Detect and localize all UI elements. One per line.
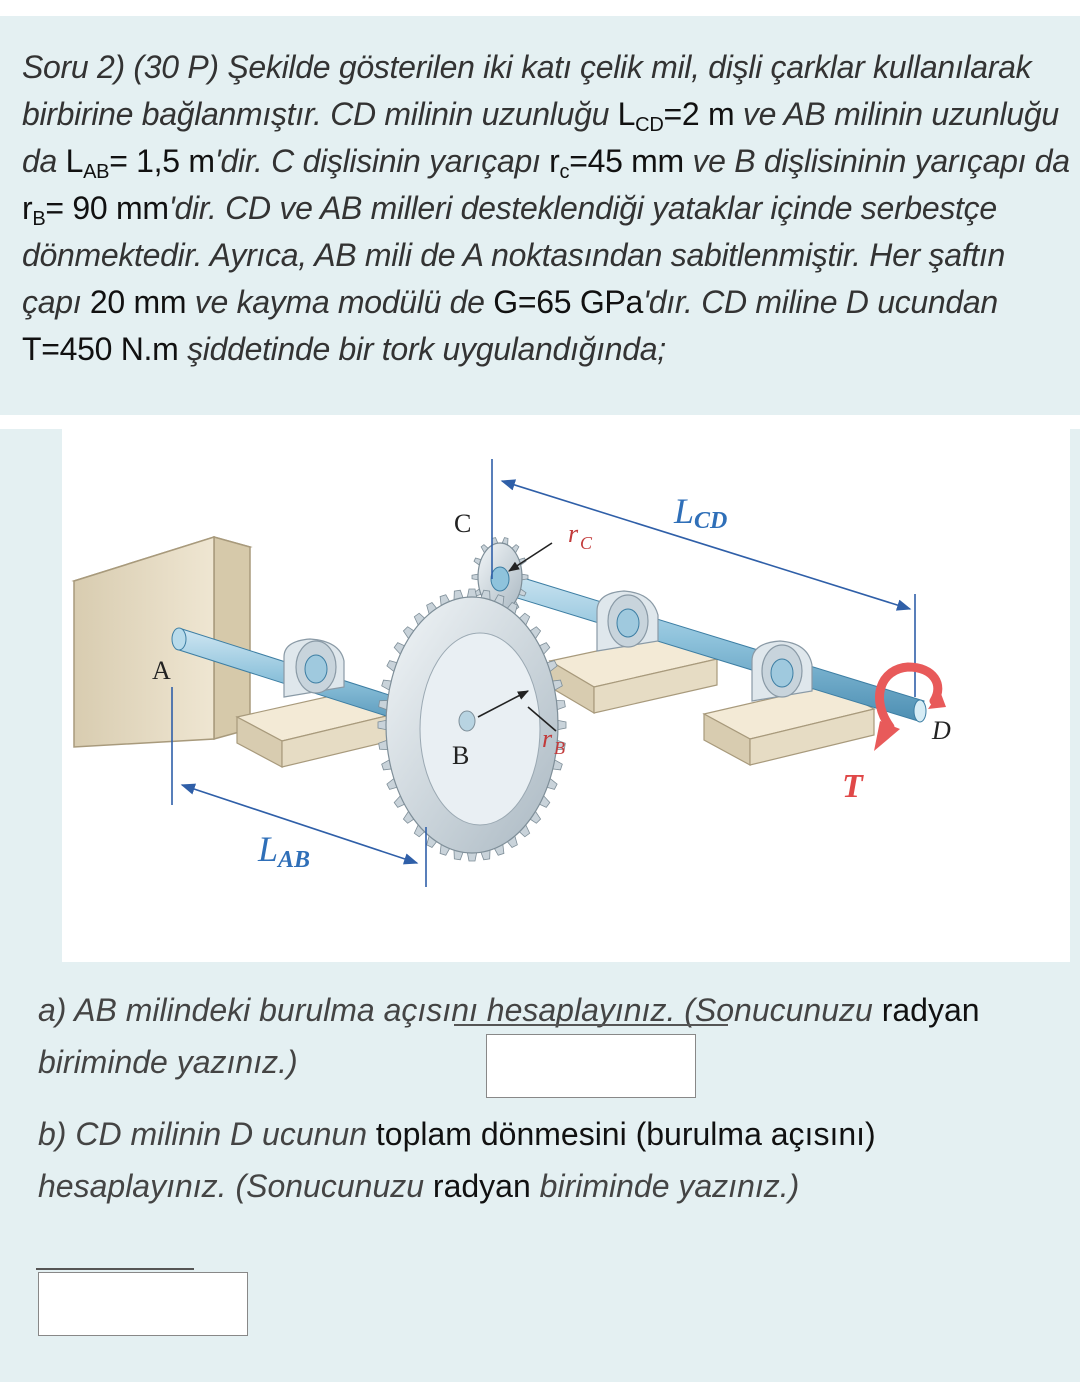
part-a-underline [454, 1024, 728, 1026]
part-b-text: b) CD milinin D ucunun toplam dönmesini … [38, 1116, 876, 1204]
label-b: B [452, 741, 469, 770]
label-rc: r C [568, 519, 593, 553]
label-rb: r B [542, 724, 565, 758]
lab-value: LAB= 1,5 m [65, 143, 215, 183]
part-a-bold: radyan [881, 992, 980, 1028]
lab-dimension [171, 687, 427, 887]
rb-leader [527, 706, 557, 732]
answer-b-input[interactable] [38, 1272, 248, 1336]
svg-text:L: L [673, 491, 694, 531]
g-value: G=65 GPa [493, 284, 643, 320]
svg-text:CD: CD [694, 508, 727, 534]
base-2 [548, 634, 719, 715]
lcd-value: LCD=2 m [617, 96, 735, 136]
label-lab: L AB [257, 829, 310, 873]
rc-arrow [508, 542, 553, 572]
question-intro: Soru 2) (30 P) [22, 49, 219, 85]
part-b-bold2: radyan [432, 1168, 531, 1204]
diameter-value: 20 mm [89, 284, 187, 320]
base-3 [702, 684, 876, 767]
divider-strip [0, 415, 1080, 429]
svg-text:r: r [568, 519, 579, 548]
label-t: T [842, 768, 864, 805]
part-b-bold1: toplam dönmesini (burulma açısını) [375, 1116, 876, 1152]
svg-text:B: B [554, 738, 565, 758]
bearing-cd-2 [751, 640, 813, 702]
rb-value: rB= 90 mm [22, 190, 169, 230]
svg-text:C: C [580, 533, 593, 553]
label-a: A [152, 656, 171, 685]
wall-support [71, 535, 253, 748]
torque-value: T=450 N.m [22, 331, 179, 367]
svg-text:AB: AB [276, 847, 310, 873]
label-c: C [454, 509, 471, 538]
top-strip [0, 0, 1080, 16]
torque-arrow-icon [874, 662, 946, 751]
bearing-cd-1 [596, 590, 659, 652]
gear-shaft-figure: C A B D T L CD L AB r C r B [62, 429, 1070, 962]
label-d: D [931, 716, 951, 745]
rb-arrow-1 [477, 690, 529, 718]
question-text: Soru 2) (30 P) Şekilde gösterilen iki ka… [22, 49, 1070, 367]
svg-text:r: r [542, 724, 553, 753]
bearing-ab [283, 638, 345, 698]
part-b-underline [36, 1268, 194, 1270]
answer-a-input[interactable] [486, 1034, 696, 1098]
part-a-text: a) AB milindeki burulma açısını hesaplay… [38, 992, 980, 1080]
svg-text:L: L [257, 829, 278, 869]
lcd-dimension [491, 459, 916, 697]
figure-svg: C A B D T L CD L AB r C r B [71, 459, 951, 887]
label-lcd: L CD [673, 491, 727, 534]
gear-b [377, 588, 567, 862]
rc-value: rc=45 mm [549, 143, 684, 183]
